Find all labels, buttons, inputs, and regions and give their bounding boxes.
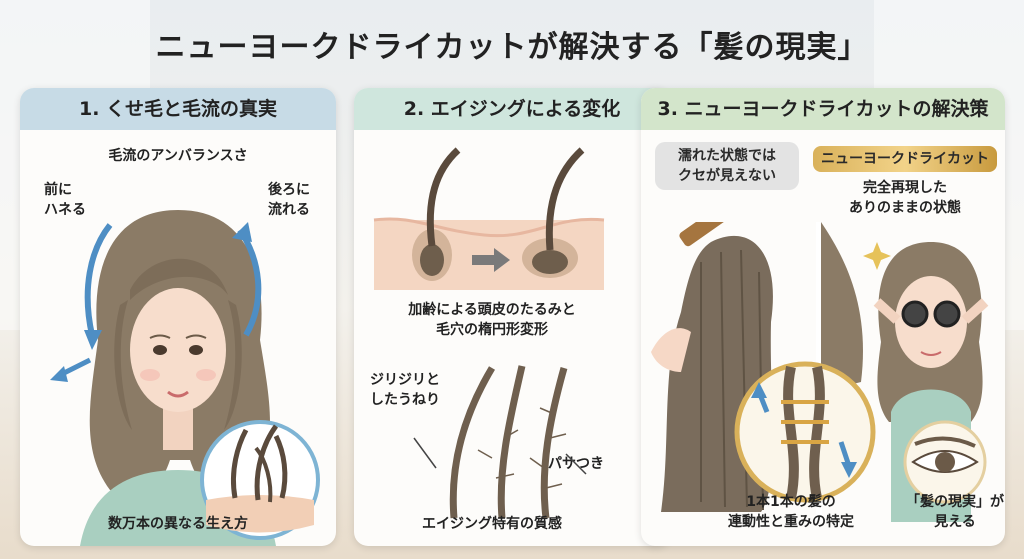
panel-curly-hair: 1. くせ毛と毛流の真実 毛流のアンバランスさ 前にハネる 後ろに流れる <box>20 88 336 546</box>
forward-flip-label: 前にハネる <box>44 182 86 218</box>
hair-reality-caption: 「髪の現実」が見える <box>906 494 1004 530</box>
aging-hair-strands-illustration <box>413 365 587 519</box>
flow-imbalance-label: 毛流のアンバランスさ <box>108 148 248 164</box>
wet-state-label: 濡れた状態ではクセが見えない <box>655 142 799 190</box>
backward-flow-label: 後ろに流れる <box>268 182 310 218</box>
panel-3-header: 3. ニューヨークドライカットの解決策 <box>641 88 1005 130</box>
frizz-label: ジリジリとしたうねり <box>370 372 440 408</box>
page-title: ニューヨークドライカットが解決する「髪の現実」 <box>155 30 869 65</box>
panel-aging: 2. エイジングによる変化 加齢による頭皮のたるみと毛穴の楕円形変形 ジリジリと… <box>354 88 670 546</box>
scalp-sagging-illustration <box>373 147 605 290</box>
woman-wavy-hair-illustration <box>50 210 320 546</box>
panel-2-bottom-caption: エイジング特有の質感 <box>422 516 562 532</box>
panel-solution: 3. ニューヨークドライカットの解決策 濡れた状態ではクセが見えない ニューヨー… <box>641 88 1005 546</box>
full-reproduction-label: 完全再現したありのままの状態 <box>849 180 961 216</box>
strand-caption: 1本1本の髪の連動性と重みの特定 <box>728 494 854 530</box>
panel-1-bottom-caption: 数万本の異なる生え方 <box>108 516 248 532</box>
solution-illustration <box>651 222 989 522</box>
panel-2-header: 2. エイジングによる変化 <box>354 88 670 130</box>
scalp-caption: 加齢による頭皮のたるみと毛穴の楕円形変形 <box>408 302 576 338</box>
panel-1-header: 1. くせ毛と毛流の真実 <box>20 88 336 130</box>
ny-dry-cut-badge: ニューヨークドライカット <box>813 146 997 172</box>
